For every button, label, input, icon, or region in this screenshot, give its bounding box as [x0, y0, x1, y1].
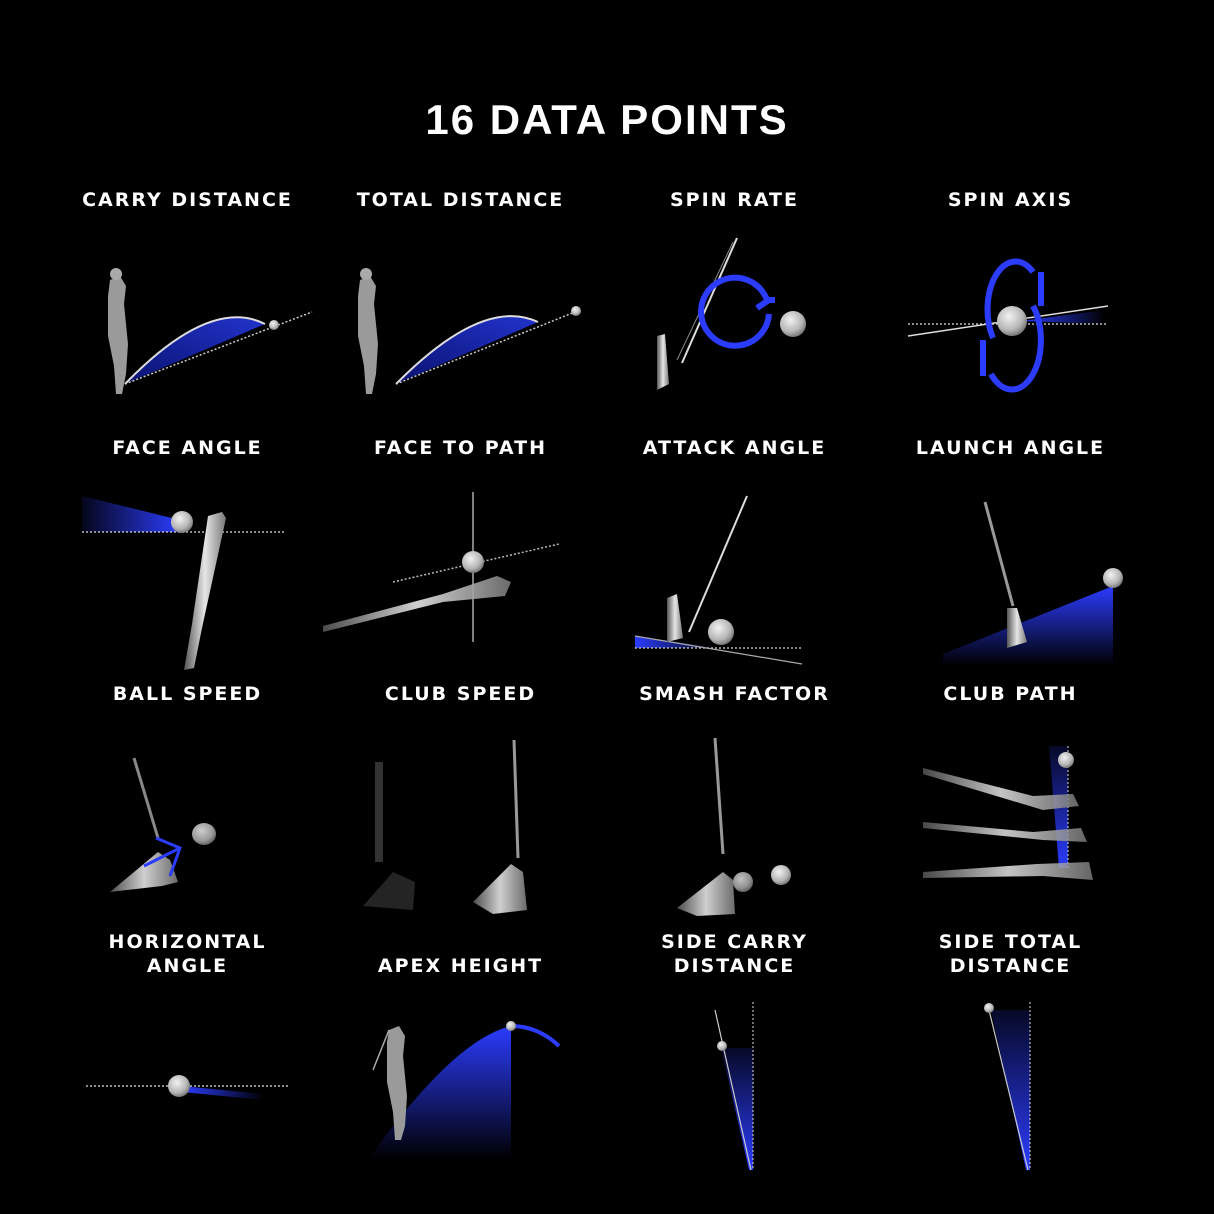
data-point-label: LAUNCH ANGLE — [915, 437, 1106, 459]
page-title: 16 DATA POINTS — [425, 96, 789, 143]
data-point-label: FACE ANGLE — [112, 437, 263, 459]
data-point-label: SPIN AXIS — [947, 189, 1074, 211]
horizontal-angle-icon — [86, 1075, 288, 1100]
attack-angle-icon — [634, 495, 803, 665]
data-point-spin-rate: SPIN RATE — [597, 188, 872, 436]
data-point-label: ATTACK ANGLE — [642, 437, 827, 459]
data-point-horizontal-angle: HORIZONTAL ANGLE — [50, 930, 325, 1178]
spin-axis-icon — [907, 258, 1109, 393]
data-point-launch-angle: LAUNCH ANGLE — [873, 436, 1148, 684]
smash-factor-icon — [677, 737, 791, 916]
data-point-club-speed: CLUB SPEED — [323, 682, 598, 930]
side-total-distance-icon — [984, 1002, 1031, 1171]
spin-rate-icon — [657, 237, 806, 390]
data-point-total-distance: TOTAL DISTANCE — [323, 188, 598, 436]
data-point-label: SMASH FACTOR — [639, 683, 830, 705]
data-point-side-carry-distance: SIDE CARRY DISTANCE — [597, 930, 872, 1178]
carry-distance-icon — [108, 268, 313, 394]
data-point-label: FACE TO PATH — [373, 437, 548, 459]
data-point-label: TOTAL DISTANCE — [356, 189, 565, 211]
data-point-club-path: CLUB PATH — [873, 682, 1148, 930]
apex-height-icon — [368, 1021, 561, 1160]
face-angle-icon — [82, 496, 285, 670]
data-point-face-to-path: FACE TO PATH — [323, 436, 598, 684]
data-point-ball-speed: BALL SPEED — [50, 682, 325, 930]
club-speed-icon — [363, 739, 527, 914]
data-point-label-line2: DISTANCE — [673, 955, 796, 977]
face-to-path-icon — [323, 492, 560, 642]
data-point-label: BALL SPEED — [112, 683, 263, 705]
data-point-apex-height: APEX HEIGHT — [323, 930, 598, 1178]
club-path-icon — [923, 746, 1093, 880]
data-point-label: SIDE TOTAL — [938, 931, 1083, 953]
data-point-carry-distance: CARRY DISTANCE — [50, 188, 325, 436]
data-point-label: SIDE CARRY — [661, 931, 808, 953]
data-point-face-angle: FACE ANGLE — [50, 436, 325, 684]
data-point-label: HORIZONTAL — [108, 931, 267, 953]
data-point-label-line2: ANGLE — [146, 955, 229, 977]
data-point-label: SPIN RATE — [670, 189, 799, 211]
data-point-side-total-distance: SIDE TOTAL DISTANCE — [873, 930, 1148, 1178]
side-carry-distance-icon — [714, 1002, 754, 1171]
data-point-label: APEX HEIGHT — [377, 955, 544, 977]
launch-angle-icon — [943, 501, 1123, 666]
ball-speed-icon — [110, 757, 216, 892]
total-distance-icon — [358, 268, 581, 394]
data-point-attack-angle: ATTACK ANGLE — [597, 436, 872, 684]
data-point-label: CLUB SPEED — [384, 683, 537, 705]
data-point-spin-axis: SPIN AXIS — [873, 188, 1148, 436]
data-point-label-line2: DISTANCE — [949, 955, 1072, 977]
data-point-smash-factor: SMASH FACTOR — [597, 682, 872, 930]
data-point-label: CLUB PATH — [943, 683, 1078, 705]
data-point-label: CARRY DISTANCE — [82, 189, 293, 211]
